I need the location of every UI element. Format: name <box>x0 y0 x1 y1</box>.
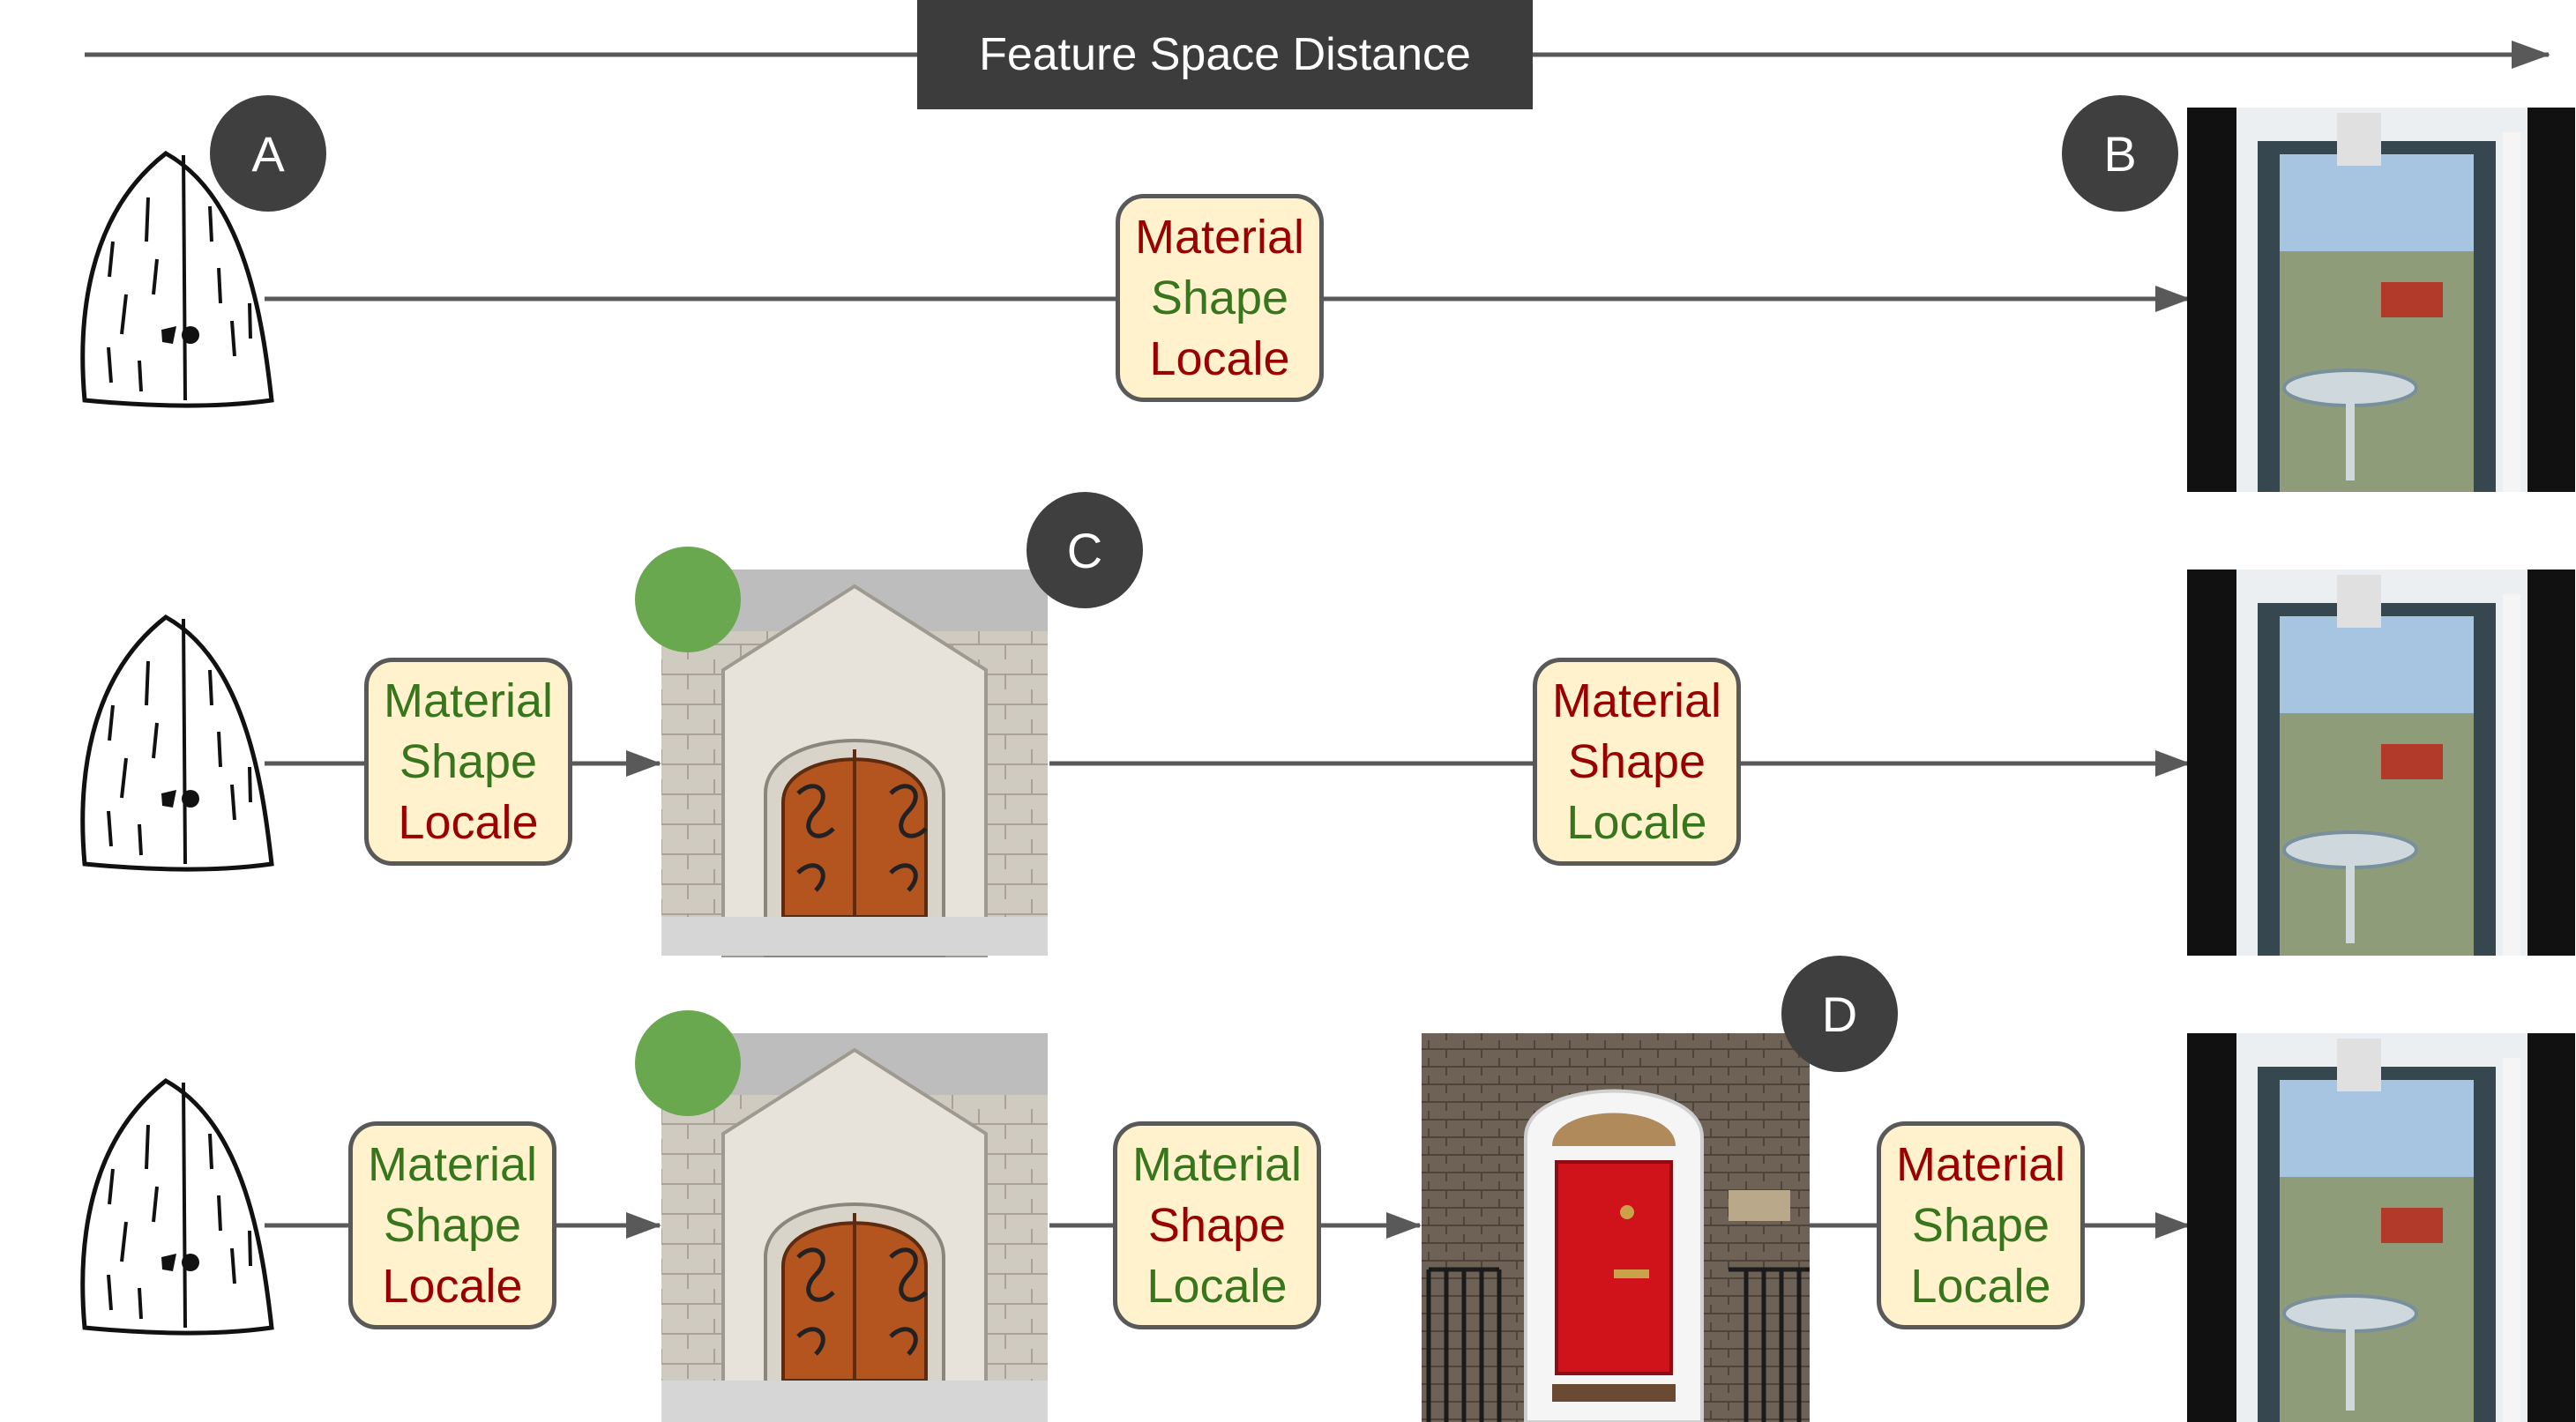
attribute-material: Material <box>383 674 554 727</box>
glass-door-image <box>2187 108 2575 492</box>
attribute-locale: Locale <box>1910 1259 2051 1313</box>
attribute-shape: Shape <box>1567 734 1706 788</box>
attribute-box-row3-2: Material Shape Locale <box>1113 1121 1321 1329</box>
glass-door-image <box>2187 1033 2575 1422</box>
attribute-box-row3-1: Material Shape Locale <box>348 1121 556 1329</box>
attribute-box-row1: Material Shape Locale <box>1116 194 1324 402</box>
badge-a: A <box>210 95 326 212</box>
attribute-locale: Locale <box>1146 1259 1288 1313</box>
attribute-locale: Locale <box>1149 331 1290 385</box>
red-door-image <box>1422 1033 1810 1422</box>
sketch-image <box>80 151 274 408</box>
attribute-locale: Locale <box>382 1259 523 1313</box>
church-door-image <box>635 1010 1048 1422</box>
attribute-material: Material <box>1131 1137 1303 1191</box>
attribute-material: Material <box>367 1137 538 1191</box>
attribute-box-row2-left: Material Shape Locale <box>364 658 572 866</box>
badge-c: C <box>1027 492 1143 608</box>
badge-b: B <box>2062 95 2178 212</box>
attribute-material: Material <box>1551 674 1722 727</box>
diagram-title: Feature Space Distance <box>917 0 1533 109</box>
attribute-material: Material <box>1895 1137 2066 1191</box>
badge-d: D <box>1781 956 1898 1072</box>
attribute-shape: Shape <box>1150 271 1289 324</box>
attribute-box-row3-3: Material Shape Locale <box>1877 1121 2085 1329</box>
glass-door-image <box>2187 570 2575 956</box>
sketch-image <box>80 1078 274 1336</box>
attribute-shape: Shape <box>383 1198 522 1252</box>
attribute-box-row2-right: Material Shape Locale <box>1533 658 1741 866</box>
attribute-shape: Shape <box>1147 1198 1287 1252</box>
attribute-locale: Locale <box>1566 795 1707 849</box>
attribute-shape: Shape <box>399 734 538 788</box>
sketch-image <box>80 614 274 872</box>
church-door-image <box>635 547 1048 957</box>
attribute-shape: Shape <box>1911 1198 2050 1252</box>
attribute-material: Material <box>1134 210 1305 264</box>
attribute-locale: Locale <box>398 795 539 849</box>
